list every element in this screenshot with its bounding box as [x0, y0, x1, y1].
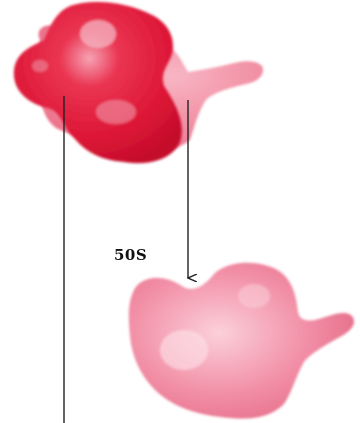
small-subunit-free [129, 263, 354, 419]
label-50s: 50S [114, 246, 147, 264]
large-subunit [14, 2, 182, 163]
